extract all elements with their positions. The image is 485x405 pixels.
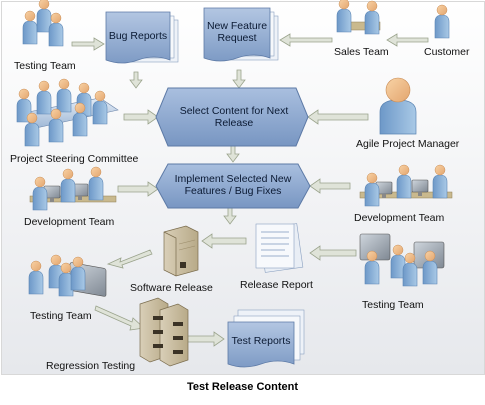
bug-reports-doc (105, 11, 179, 64)
arrow-devteam-to-implement (117, 181, 159, 197)
development-team-right-icon (359, 164, 453, 207)
arrow-testing-to-bug-reports (71, 37, 105, 51)
testing-team-top-label: Testing Team (14, 60, 76, 72)
arrow-select-down (226, 145, 240, 163)
test-reports-label: Test Reports (231, 335, 291, 347)
customer-label: Customer (424, 46, 470, 58)
arrow-feature-request-down (232, 69, 246, 89)
sales-team-label: Sales Team (334, 46, 389, 58)
agile-manager-icon (379, 77, 417, 135)
new-feature-request-label: New Feature Request (206, 20, 268, 44)
software-release-icon (163, 225, 199, 277)
release-report-label: Release Report (240, 279, 313, 291)
testing-team-right-icon (359, 233, 445, 287)
testing-team-top-icon (22, 0, 64, 47)
arrow-manager-to-select (307, 109, 369, 125)
implement-features-hex (155, 163, 311, 209)
software-release-label: Software Release (130, 282, 213, 294)
arrow-testing-to-regression (94, 305, 145, 331)
release-report-doc (255, 223, 304, 273)
customer-icon (434, 4, 450, 39)
testing-team-right-label: Testing Team (362, 299, 424, 311)
arrow-release-report-to-software (201, 233, 247, 249)
arrow-testing-right-to-release-report (309, 245, 357, 261)
arrow-devteam-right-to-implement (309, 178, 351, 194)
figure-caption: Test Release Content (186, 381, 299, 393)
development-team-left-label: Development Team (24, 216, 115, 228)
select-content-hex (155, 87, 309, 147)
arrow-regression-to-test-reports (185, 331, 225, 347)
project-steering-committee-label: Project Steering Committee (10, 153, 139, 165)
development-team-right-label: Development Team (354, 212, 445, 224)
sales-team-icon (336, 0, 381, 35)
testing-team-left-icon (28, 254, 107, 297)
arrow-customer-to-sales (386, 33, 429, 47)
test-reports-doc (227, 309, 305, 368)
regression-testing-label: Regression Testing (46, 360, 136, 372)
select-content-label: Select Content for Next Release (179, 105, 289, 129)
implement-features-label: Implement Selected New Features / Bug Fi… (174, 173, 292, 197)
regression-testing-icon (139, 297, 189, 367)
steering-committee-icon (16, 78, 119, 147)
development-team-left-icon (29, 166, 117, 211)
arrows (71, 33, 429, 347)
agile-project-manager-label: Agile Project Manager (356, 138, 460, 150)
arrow-committee-to-select (123, 109, 159, 125)
new-feature-request-doc (203, 7, 279, 62)
testing-team-left-label: Testing Team (30, 310, 92, 322)
arrow-software-to-testing (106, 249, 153, 269)
bug-reports-label: Bug Reports (108, 30, 168, 42)
arrow-implement-down (223, 207, 237, 225)
arrow-sales-to-feature-request (279, 33, 333, 47)
arrow-bug-reports-down (129, 71, 143, 89)
